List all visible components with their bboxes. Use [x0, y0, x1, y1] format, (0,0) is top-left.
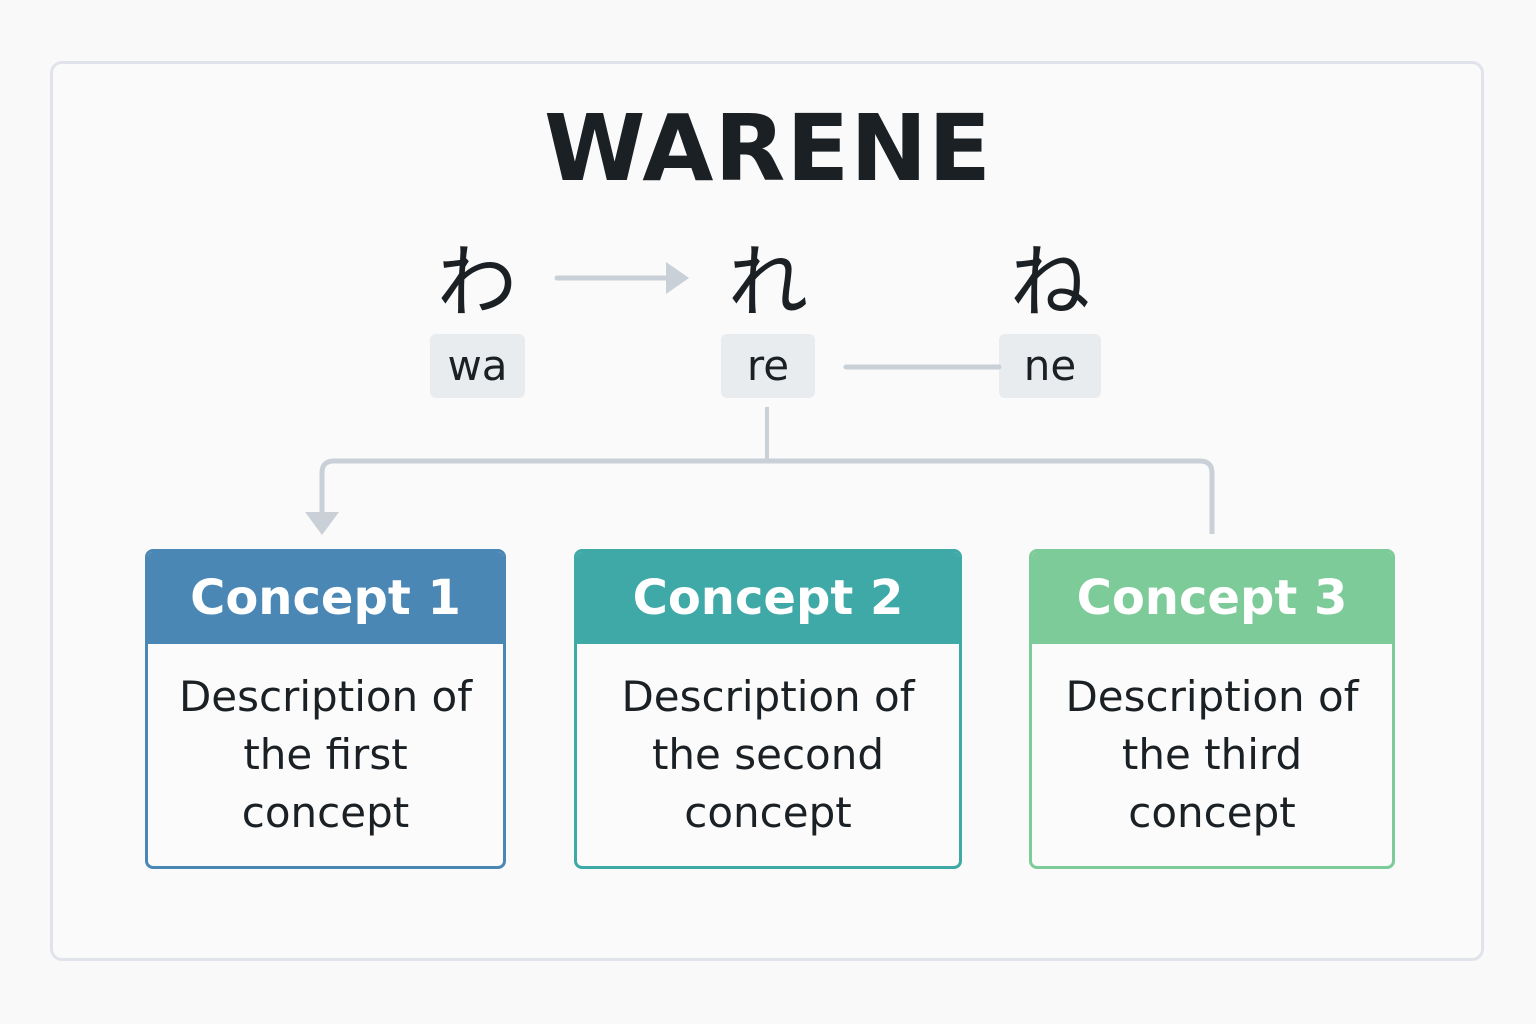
concept-card-2: Concept 2 Description of the second conc…	[574, 549, 962, 869]
romaji-re: re	[721, 334, 815, 398]
kana-wa: わ	[437, 236, 517, 329]
kana-ne: ね	[1010, 236, 1090, 329]
arrow-wa-to-re	[554, 262, 689, 294]
diagram-title: WARENE	[543, 95, 993, 202]
kana-re: れ	[728, 236, 808, 329]
concept-title: Concept 1	[148, 552, 503, 644]
concept-title: Concept 3	[1032, 552, 1392, 644]
concept-description: Description of the second concept	[621, 672, 915, 837]
arrow-down-icon	[305, 512, 339, 535]
romaji-ne: ne	[999, 334, 1101, 398]
branch-connector	[305, 407, 1215, 535]
concept-card-1: Concept 1 Description of the first conce…	[145, 549, 506, 869]
concept-description: Description of the first concept	[178, 672, 473, 837]
romaji-wa: wa	[430, 334, 525, 398]
concept-description: Description of the third concept	[1065, 672, 1359, 837]
concept-card-3: Concept 3 Description of the third conce…	[1029, 549, 1395, 869]
concept-title: Concept 2	[577, 552, 959, 644]
